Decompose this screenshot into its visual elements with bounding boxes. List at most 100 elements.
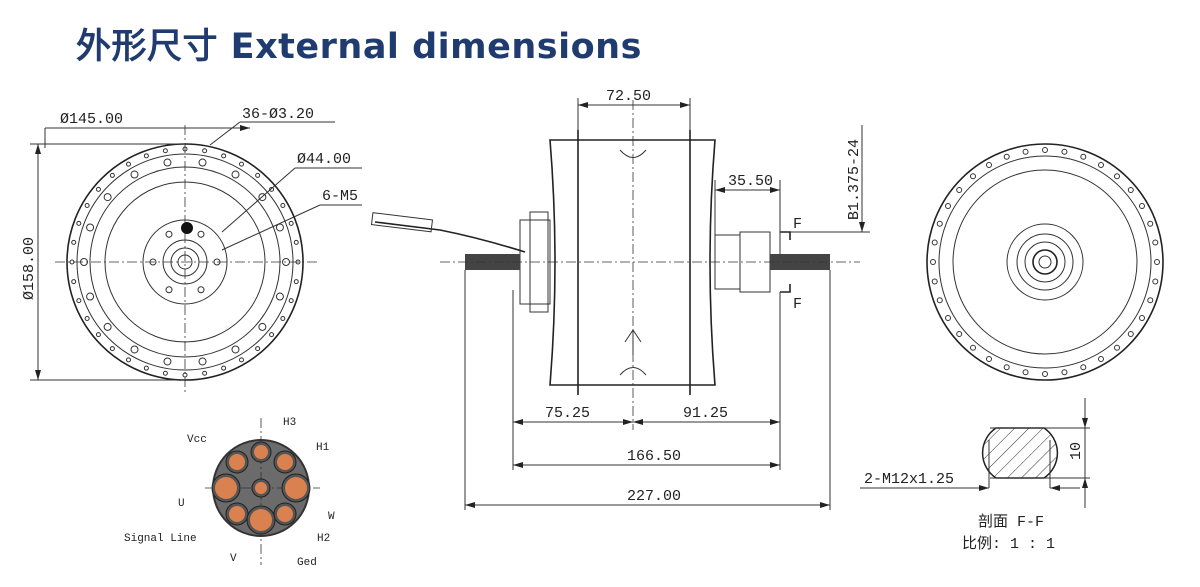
dropout-label: 166.50	[627, 448, 681, 465]
section-name: 剖面 F-F	[978, 513, 1044, 531]
hub-shell	[549, 139, 716, 386]
connector-pin	[215, 477, 237, 499]
connector-pinout: H3 Vcc H1 U W Signal Line H2 V Ged	[124, 417, 335, 569]
hole	[130, 170, 139, 179]
hole	[956, 330, 963, 337]
hole	[986, 355, 992, 362]
pin-vcc: Vcc	[187, 434, 207, 446]
connector-pin	[229, 454, 245, 470]
hole	[165, 286, 173, 294]
pin-h3: H3	[283, 417, 296, 429]
hole	[1147, 220, 1154, 227]
hole	[1022, 369, 1029, 376]
connector-pin	[250, 509, 272, 531]
hole	[1098, 355, 1104, 362]
hole	[275, 292, 284, 301]
axle-length-label: 227.00	[627, 488, 681, 505]
hole	[71, 279, 77, 285]
hole	[143, 365, 149, 371]
hole	[239, 357, 244, 363]
hole	[1061, 369, 1068, 376]
pin-u: U	[178, 498, 185, 510]
section-f-f: 10 2-M12x1.25 剖面 F-F 比例: 1 : 1	[860, 398, 1090, 553]
hole	[130, 345, 139, 354]
hole	[1154, 259, 1160, 265]
hole	[231, 345, 240, 354]
hole	[103, 322, 112, 331]
connector-pin	[255, 482, 267, 494]
hole	[165, 230, 173, 238]
hole	[1147, 297, 1154, 304]
hole	[1152, 239, 1159, 246]
connector-pin	[277, 506, 293, 522]
width-top-label: 72.50	[606, 88, 651, 105]
pin-h1: H1	[316, 442, 330, 454]
hole	[293, 239, 299, 245]
hole	[84, 316, 90, 321]
hole	[1138, 203, 1145, 209]
front-view: Ø145.00 36-Ø3.20 Ø44.00 6-M5 Ø158.00	[21, 106, 362, 395]
hole	[986, 162, 992, 169]
hole	[258, 193, 267, 202]
section-mark-top: F	[793, 216, 802, 233]
pin-ged: Ged	[297, 557, 317, 569]
hole	[221, 365, 227, 371]
hole	[86, 292, 95, 301]
hole	[103, 193, 112, 202]
hole	[126, 357, 131, 363]
pin-signal-line: Signal Line	[124, 533, 197, 545]
hole	[255, 172, 261, 178]
hole	[936, 220, 943, 227]
left-to-center-label: 75.25	[545, 405, 590, 422]
flat-label: 10	[1068, 442, 1085, 460]
pin-w: W	[328, 511, 335, 523]
hole	[1080, 153, 1087, 160]
dia-hub-label: Ø44.00	[297, 151, 351, 168]
hole	[86, 223, 95, 232]
thread-label: 2-M12x1.25	[864, 471, 954, 488]
page-title: 外形尺寸 External dimensions	[76, 27, 642, 67]
hole	[1138, 315, 1145, 321]
hole	[162, 370, 168, 376]
offset-label: 35.50	[728, 173, 773, 190]
cable	[374, 221, 526, 253]
hole	[1080, 364, 1087, 371]
hole	[76, 220, 82, 226]
hole	[288, 220, 294, 226]
hole	[258, 322, 267, 331]
hole	[126, 161, 131, 167]
hole	[280, 316, 286, 321]
holes-label: 36-Ø3.20	[242, 106, 314, 123]
hole	[1152, 278, 1159, 285]
connector-pin	[285, 477, 307, 499]
hole	[936, 297, 943, 304]
connector-pin	[254, 445, 268, 459]
hole	[71, 239, 77, 245]
hole	[1127, 330, 1134, 337]
connector-pin	[229, 506, 245, 522]
hole	[970, 344, 977, 351]
hole	[1042, 147, 1048, 153]
section-mark-bottom: F	[793, 296, 802, 313]
hole	[269, 332, 275, 338]
hole	[197, 286, 205, 294]
hole	[945, 203, 952, 209]
hole	[231, 170, 240, 179]
hole	[269, 186, 275, 192]
hole	[1113, 173, 1120, 180]
hole	[221, 153, 227, 159]
hole	[1127, 187, 1134, 194]
section-scale: 比例: 1 : 1	[962, 535, 1055, 553]
hole	[109, 172, 115, 178]
dia-outer-label: Ø145.00	[60, 111, 123, 128]
hole	[202, 370, 208, 376]
hole	[1003, 153, 1010, 160]
hole	[1022, 148, 1029, 155]
hole	[280, 203, 286, 208]
side-view: 72.50 35.50 B1.375-24 F F 75.25 91.25 16…	[370, 88, 870, 510]
hole	[76, 298, 82, 304]
connector-pin	[277, 454, 293, 470]
hole	[1061, 148, 1068, 155]
hole	[198, 357, 207, 366]
hole	[293, 279, 299, 285]
